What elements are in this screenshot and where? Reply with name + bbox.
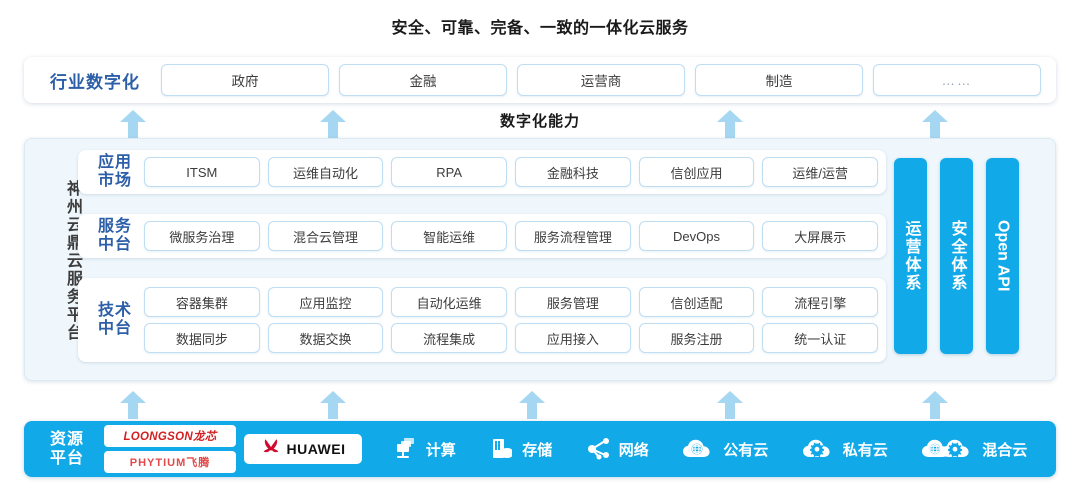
page-title: 安全、可靠、完备、一致的一体化云服务: [391, 20, 689, 37]
up-arrow-icon: [717, 391, 743, 419]
capability-cell-dashboard[interactable]: 大屏展示: [762, 221, 879, 251]
capability-cell-itsm[interactable]: ITSM: [144, 157, 260, 187]
capability-cell-hybrid-cloud-mgmt[interactable]: 混合云管理: [267, 221, 384, 251]
capability-cell-intelligent-ops[interactable]: 智能运维: [391, 221, 508, 251]
industry-item-telecom[interactable]: 运营商: [517, 64, 685, 96]
capability-cell-service-registry[interactable]: 服务注册: [638, 323, 755, 353]
resource-item-label: 公有云: [723, 441, 769, 459]
resource-item-storage[interactable]: 存储: [489, 436, 552, 462]
capability-cell-automated-ops[interactable]: 自动化运维: [391, 287, 508, 317]
capability-cell-devops[interactable]: DevOps: [638, 221, 755, 251]
resource-item-label: 存储: [522, 441, 553, 459]
band-service-middle-platform: 服务 中台 微服务治理 混合云管理 智能运维 服务流程管理 DevOps 大屏展…: [78, 214, 886, 258]
resource-item-label: 网络: [618, 441, 649, 459]
servers-icon: [393, 436, 419, 462]
resource-item-hybrid-cloud[interactable]: 混合云: [921, 437, 1027, 461]
storage-icon: [489, 436, 515, 462]
capability-cell-fintech[interactable]: 金融科技: [515, 157, 631, 187]
up-arrow-icon: [519, 391, 545, 419]
up-arrow-icon: [922, 110, 948, 138]
capability-cell-service-process-mgmt[interactable]: 服务流程管理: [515, 221, 631, 251]
side-bar-operations-system[interactable]: 运营体系: [894, 158, 927, 354]
side-bar-security-system[interactable]: 安全体系: [940, 158, 973, 354]
band-technology-middle-platform: 技术 中台 容器集群 应用监控 自动化运维 服务管理 信创适配 流程引擎 数据同…: [78, 278, 886, 362]
up-arrow-icon: [717, 110, 743, 138]
phytium-logo: PHYTIUM飞腾: [104, 451, 236, 473]
network-icon: [586, 436, 612, 462]
capability-cell-process-integration[interactable]: 流程集成: [391, 323, 508, 353]
public-cloud-icon: [682, 437, 716, 461]
capability-cell-ops-automation[interactable]: 运维自动化: [267, 157, 384, 187]
capability-cell-data-exchange[interactable]: 数据交换: [267, 323, 384, 353]
huawei-logo: HUAWEI: [244, 434, 362, 464]
chip-vendor-logos: LOONGSON龙芯 PHYTIUM飞腾: [104, 425, 236, 473]
industry-digitalization-row: 行业数字化 政府 金融 运营商 制造 ……: [24, 57, 1056, 103]
up-arrow-icon: [922, 391, 948, 419]
up-arrow-icon: [120, 391, 146, 419]
capability-cell-data-sync[interactable]: 数据同步: [144, 323, 260, 353]
resource-item-network[interactable]: 网络: [586, 436, 649, 462]
resource-item-list: 计算 存储: [362, 436, 1044, 462]
industry-item-government[interactable]: 政府: [161, 64, 329, 96]
capability-cell-unified-auth[interactable]: 统一认证: [762, 323, 879, 353]
private-cloud-icon: [802, 437, 836, 461]
resource-item-label: 混合云: [982, 441, 1028, 459]
capability-cell-app-monitoring[interactable]: 应用监控: [267, 287, 384, 317]
resource-item-compute[interactable]: 计算: [393, 436, 456, 462]
capability-cell-xinchuang-adaptation[interactable]: 信创适配: [638, 287, 755, 317]
resource-item-private-cloud[interactable]: 私有云: [802, 437, 888, 461]
side-bar-open-api[interactable]: Open API: [986, 158, 1019, 354]
band-label-application-market: 应用 市场: [97, 153, 132, 189]
platform-vertical-label: 神州云鼎云服务平台: [64, 180, 81, 342]
band-application-market: 应用 市场 ITSM 运维自动化 RPA 金融科技 信创应用 运维/运营: [78, 150, 886, 194]
industry-row-label: 行业数字化: [50, 72, 140, 92]
huawei-flower-icon: [261, 438, 281, 461]
band-label-service-middle-platform: 服务 中台: [97, 217, 132, 253]
industry-item-more[interactable]: ……: [873, 64, 1041, 96]
up-arrow-icon: [120, 110, 146, 138]
huawei-wordmark: HUAWEI: [286, 441, 346, 457]
resource-platform-bar: 资源 平台 LOONGSON龙芯 PHYTIUM飞腾 HUAWEI: [24, 421, 1056, 477]
capability-cell-container-cluster[interactable]: 容器集群: [144, 287, 260, 317]
resource-item-label: 私有云: [842, 441, 888, 459]
industry-item-finance[interactable]: 金融: [339, 64, 507, 96]
resource-platform-label: 资源 平台: [49, 430, 84, 467]
resource-item-label: 计算: [425, 441, 456, 459]
up-arrow-icon: [320, 110, 346, 138]
loongson-logo: LOONGSON龙芯: [104, 425, 236, 447]
capability-cell-app-access[interactable]: 应用接入: [515, 323, 631, 353]
industry-item-manufacturing[interactable]: 制造: [695, 64, 863, 96]
capability-cell-service-mgmt[interactable]: 服务管理: [515, 287, 631, 317]
capability-label: 数字化能力: [499, 113, 580, 130]
capability-cell-rpa[interactable]: RPA: [391, 157, 508, 187]
capability-cell-process-engine[interactable]: 流程引擎: [762, 287, 879, 317]
capability-cell-microservice-governance[interactable]: 微服务治理: [144, 221, 260, 251]
hybrid-cloud-icon: [921, 437, 975, 461]
resource-item-public-cloud[interactable]: 公有云: [682, 437, 768, 461]
capability-cell-ops-operations[interactable]: 运维/运营: [762, 157, 879, 187]
up-arrow-icon: [320, 391, 346, 419]
band-label-technology-middle-platform: 技术 中台: [97, 301, 132, 337]
capability-cell-xinchuang-app[interactable]: 信创应用: [638, 157, 755, 187]
